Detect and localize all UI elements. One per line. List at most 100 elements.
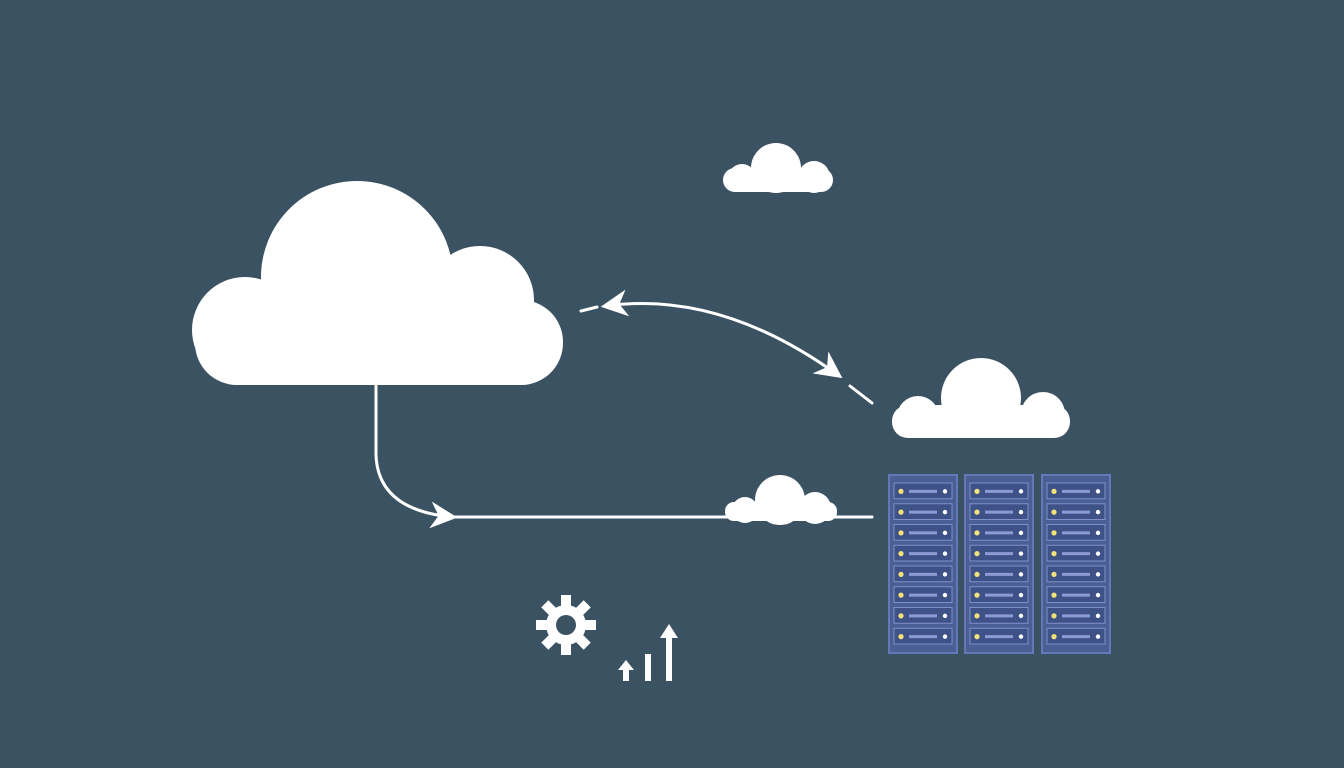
server-led-secondary xyxy=(1018,613,1024,619)
server-led xyxy=(974,571,980,577)
server-slot xyxy=(909,614,937,618)
server-slot xyxy=(1062,489,1090,493)
server-led xyxy=(974,488,980,494)
server-slot xyxy=(909,572,937,576)
bar-chart-up-icon xyxy=(618,624,678,681)
server-led-secondary xyxy=(1095,509,1101,515)
server-led-secondary xyxy=(1095,613,1101,619)
return-connector-curve xyxy=(374,384,458,529)
server-led-secondary xyxy=(942,489,948,494)
server-led-secondary xyxy=(942,509,948,515)
server-led xyxy=(1051,613,1057,619)
server-slot xyxy=(1062,572,1090,576)
server-rack xyxy=(1041,474,1111,654)
chart-bar-1 xyxy=(623,668,629,681)
server-led-secondary xyxy=(1018,489,1024,494)
return-connector xyxy=(374,384,874,529)
server-slot xyxy=(909,593,937,597)
chart-bar-3 xyxy=(666,636,672,681)
server-led-secondary xyxy=(1095,489,1101,494)
server-led-secondary xyxy=(942,613,948,619)
server-slot xyxy=(909,531,937,535)
server-led-secondary xyxy=(1095,530,1101,536)
server-led xyxy=(898,551,904,557)
server-slot xyxy=(1062,635,1090,639)
sync-arrow xyxy=(579,289,874,405)
chart-bar-1-arrow xyxy=(618,660,634,670)
server-slot xyxy=(1062,531,1090,535)
server-slot xyxy=(1062,552,1090,556)
server-led-secondary xyxy=(1018,634,1024,639)
server-rack xyxy=(964,474,1034,654)
server-slot xyxy=(985,531,1013,535)
gear-tooth xyxy=(561,595,571,609)
server-led-secondary xyxy=(1095,592,1101,598)
gear-hole xyxy=(556,615,576,635)
server-slot xyxy=(985,489,1013,493)
gear-tooth xyxy=(561,641,571,655)
server-slot xyxy=(909,510,937,514)
server-rack-frame xyxy=(964,474,1034,654)
server-slot xyxy=(1062,593,1090,597)
server-led-secondary xyxy=(942,634,948,639)
gear-icon xyxy=(536,595,596,655)
server-slot xyxy=(985,552,1013,556)
server-led xyxy=(898,634,904,640)
server-led xyxy=(898,530,904,536)
server-led-secondary xyxy=(1018,592,1024,598)
server-led-secondary xyxy=(1095,572,1101,577)
server-led xyxy=(1051,592,1057,598)
server-slot xyxy=(985,614,1013,618)
chart-bar-2 xyxy=(645,654,651,681)
server-led xyxy=(1051,634,1057,640)
server-led xyxy=(974,509,980,515)
sync-arrow-dash-left xyxy=(579,305,599,313)
server-slot xyxy=(985,635,1013,639)
server-led xyxy=(1051,488,1057,494)
server-rack-frame xyxy=(888,474,958,654)
server-led xyxy=(1051,571,1057,577)
small-cloud-right-icon xyxy=(892,358,1070,438)
server-led xyxy=(1051,551,1057,557)
server-racks-icon xyxy=(888,474,1111,654)
server-led xyxy=(974,634,980,640)
chart-bar-3-arrow xyxy=(660,624,678,638)
server-led-secondary xyxy=(1018,509,1024,515)
server-led-secondary xyxy=(1095,634,1101,639)
server-led xyxy=(974,551,980,557)
small-cloud-top-icon xyxy=(723,143,833,193)
server-led xyxy=(898,571,904,577)
server-led xyxy=(974,592,980,598)
server-led xyxy=(898,592,904,598)
server-led-secondary xyxy=(942,551,948,556)
server-slot xyxy=(985,572,1013,576)
sync-arrow-dash-right xyxy=(848,384,874,405)
server-slot xyxy=(909,635,937,639)
server-rack-frame xyxy=(1041,474,1111,654)
server-led-secondary xyxy=(1018,530,1024,536)
server-led xyxy=(974,613,980,619)
server-led xyxy=(1051,509,1057,515)
server-led xyxy=(898,613,904,619)
primary-cloud-icon xyxy=(192,181,563,385)
server-led-secondary xyxy=(942,530,948,536)
server-led xyxy=(898,488,904,494)
server-slot xyxy=(909,552,937,556)
server-slot xyxy=(985,510,1013,514)
server-rack xyxy=(888,474,958,654)
server-slot xyxy=(985,593,1013,597)
server-slot xyxy=(1062,510,1090,514)
server-slot xyxy=(909,489,937,493)
server-led-secondary xyxy=(1018,551,1024,556)
server-led xyxy=(974,530,980,536)
server-led-secondary xyxy=(942,572,948,577)
server-led-secondary xyxy=(1095,551,1101,556)
server-led xyxy=(898,509,904,515)
server-slot xyxy=(1062,614,1090,618)
server-led xyxy=(1051,530,1057,536)
server-led-secondary xyxy=(942,592,948,598)
server-led-secondary xyxy=(1018,572,1024,577)
sync-arrow-curve xyxy=(600,289,843,379)
